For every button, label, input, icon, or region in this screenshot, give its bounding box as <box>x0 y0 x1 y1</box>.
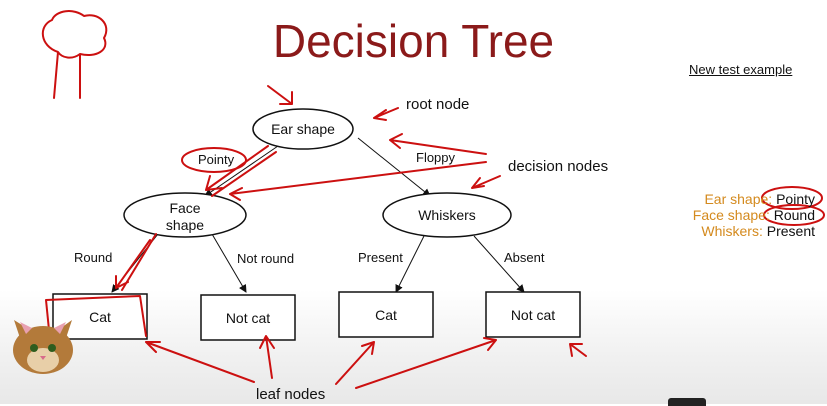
tree-doodle <box>42 10 108 99</box>
test-value: Pointy <box>776 191 815 207</box>
leaf-nodes-label: leaf nodes <box>256 386 326 403</box>
decision-arrow-2 <box>229 161 487 201</box>
test-key: Ear shape: <box>704 191 773 207</box>
edge-label-present: Present <box>358 250 403 265</box>
leaf-arrow-1 <box>145 341 255 383</box>
leaf-arrow-5 <box>569 343 587 357</box>
cat-face-icon <box>13 320 73 374</box>
whiskers-node-shape <box>382 192 512 238</box>
test-key: Whiskers: <box>701 223 763 239</box>
root-node: Ear shape <box>271 121 335 137</box>
decision-arrow-1 <box>389 133 487 155</box>
edge-whiskers-leaf3 <box>395 235 425 293</box>
root-node-shape <box>252 108 354 150</box>
test-value: Round <box>773 207 815 223</box>
round-highlight <box>115 233 157 291</box>
edge-whiskers-leaf4 <box>473 235 525 293</box>
decision-arrow-3 <box>471 175 501 189</box>
leaf-arrow-4 <box>355 337 497 389</box>
edge-face-leaf2 <box>211 233 247 293</box>
red-ink-annotations <box>42 10 825 389</box>
leaf-node-cat-2: Cat <box>375 307 397 323</box>
slide-title: Decision Tree <box>272 15 555 67</box>
decision-nodes-label: decision nodes <box>508 158 609 175</box>
leaf4-shape <box>485 291 581 338</box>
leaf-arrow-3 <box>335 341 375 385</box>
edge-label-floppy: Floppy <box>416 150 456 165</box>
leaf-node-cat-1: Cat <box>89 309 111 325</box>
whiskers-node: Whiskers <box>418 207 476 223</box>
edge-label-not-round: Not round <box>237 251 295 266</box>
test-row-ear-shape: Ear shape: Pointy <box>704 191 815 207</box>
test-key: Face shape: <box>692 207 770 223</box>
leaf1-shape <box>52 293 148 340</box>
test-example-heading: New test example <box>689 62 793 77</box>
edge-label-pointy: Pointy <box>198 152 235 167</box>
round-value-circle <box>763 204 825 226</box>
leaf-arrow-2 <box>259 335 275 379</box>
root-arrow <box>267 85 293 105</box>
video-control-tab[interactable] <box>668 398 706 406</box>
edge-label-absent: Absent <box>504 250 545 265</box>
edge-root-whiskers <box>357 137 431 197</box>
face-node-shape <box>123 192 247 238</box>
leaf-node-not-cat-1: Not cat <box>225 310 271 326</box>
test-row-face-shape: Face shape: Round <box>693 207 815 223</box>
pointy-highlight <box>205 145 277 197</box>
root-label-arrow <box>373 107 399 121</box>
test-value: Present <box>766 223 815 239</box>
leaf2-shape <box>200 294 296 341</box>
edge-label-round: Round <box>74 250 113 265</box>
test-row-whiskers: Whiskers: Present <box>701 223 815 239</box>
leaf3-shape <box>338 291 434 338</box>
pointy-circle <box>181 147 247 173</box>
pointy-value-circle <box>761 186 823 210</box>
root-node-label: root node <box>406 96 470 113</box>
leaf-node-not-cat-2: Not cat <box>510 307 556 323</box>
